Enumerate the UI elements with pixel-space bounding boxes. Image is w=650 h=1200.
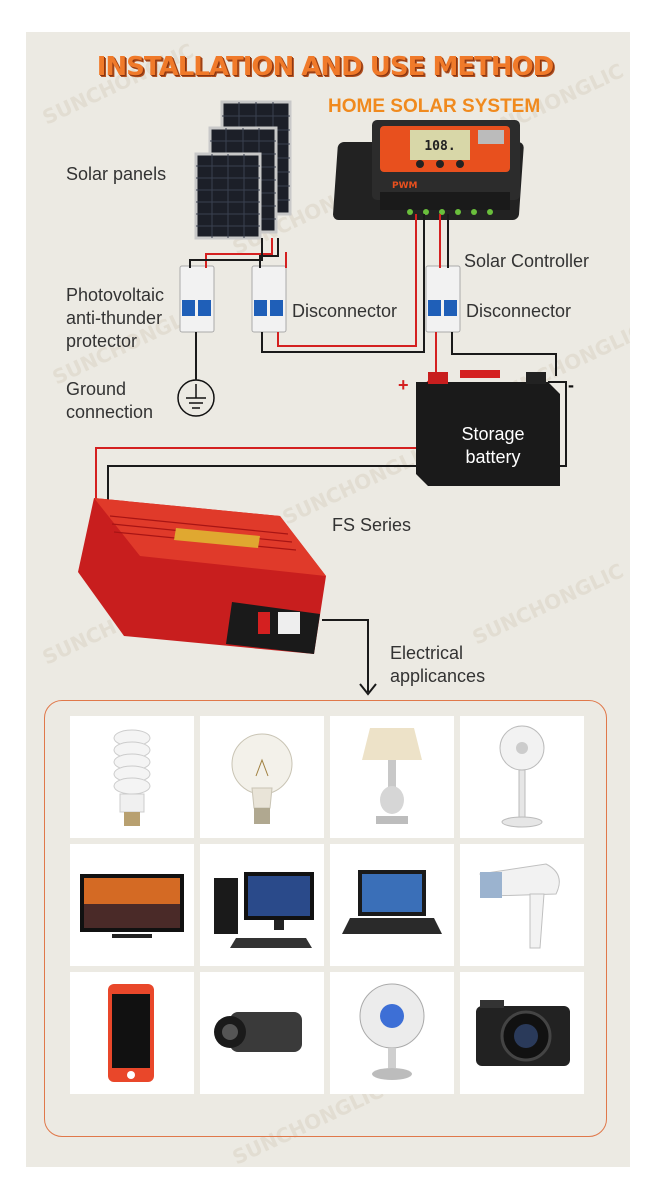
wiring-diagram: 108. PWM <box>78 100 567 696</box>
appliance-compact-camera <box>460 972 584 1094</box>
appliance-hair-dryer <box>460 844 584 966</box>
disconnector-1-breaker <box>251 265 287 333</box>
appliances-grid <box>70 716 586 1094</box>
solar-panel-group <box>194 100 292 240</box>
standing-fan-icon <box>499 725 545 828</box>
appliance-laptop <box>330 844 454 966</box>
solar-panel <box>194 152 262 240</box>
appliance-desktop-computer <box>200 844 324 966</box>
pv-protector-label-line: protector <box>66 331 138 351</box>
page-title: INSTALLATION AND USE METHOD <box>96 52 555 82</box>
flat-tv-icon <box>80 874 184 938</box>
positive-terminal-label: + <box>398 375 409 395</box>
desk-fan-icon <box>359 983 425 1080</box>
disconnector-2-label: Disconnector <box>466 301 572 321</box>
compact-camera-icon <box>476 1000 570 1066</box>
solar-controller: 108. PWM <box>333 120 524 220</box>
laptop-icon <box>342 870 442 934</box>
appliances-frame <box>44 700 607 1137</box>
electrical-appliances-label: Electrical applicances <box>390 642 485 688</box>
appliances-label-line: Electrical <box>390 643 464 663</box>
camcorder-icon <box>214 1012 302 1052</box>
inverter <box>78 498 326 654</box>
cfl-bulb-icon <box>113 729 151 826</box>
pv-protector-breaker <box>179 265 215 333</box>
pv-protector-label-line: anti-thunder <box>66 308 163 328</box>
storage-battery <box>416 370 560 486</box>
appliance-smartphone <box>70 972 194 1094</box>
ground-symbol <box>177 379 215 417</box>
pv-protector-label: Photovoltaic anti-thunder protector <box>66 284 164 353</box>
appliances-label-line: applicances <box>390 666 486 686</box>
appliance-camcorder <box>200 972 324 1094</box>
subtitle: HOME SOLAR SYSTEM <box>328 96 541 117</box>
solar-panels-label: Solar panels <box>66 164 167 184</box>
pv-protector-label-line: Photovoltaic <box>66 285 165 305</box>
ground-connection-label: Ground connection <box>66 378 153 424</box>
hair-dryer-icon <box>479 863 560 949</box>
controller-brand: PWM <box>392 181 418 191</box>
disconnector-1-label: Disconnector <box>292 301 398 321</box>
ground-label-line: Ground <box>66 379 127 399</box>
battery-label-line: Storage <box>461 424 525 444</box>
negative-terminal-label: - <box>568 375 574 395</box>
controller-display: 108. <box>424 139 455 154</box>
ground-label-line: connection <box>66 402 154 422</box>
smartphone-icon <box>108 984 154 1082</box>
appliance-standing-fan <box>460 716 584 838</box>
disconnector-2-breaker <box>425 265 461 333</box>
storage-battery-label: Storage battery <box>448 423 538 469</box>
appliance-cfl-bulb <box>70 716 194 838</box>
battery-label-line: battery <box>465 447 521 467</box>
appliance-desk-fan <box>330 972 454 1094</box>
table-lamp-icon <box>362 728 422 824</box>
fs-series-label: FS Series <box>332 515 412 535</box>
desktop-computer-icon <box>214 872 314 948</box>
appliance-incandescent-bulb <box>200 716 324 838</box>
solar-controller-label: Solar Controller <box>464 251 590 271</box>
appliance-table-lamp <box>330 716 454 838</box>
appliance-flat-tv <box>70 844 194 966</box>
incandescent-bulb-icon <box>231 733 293 824</box>
